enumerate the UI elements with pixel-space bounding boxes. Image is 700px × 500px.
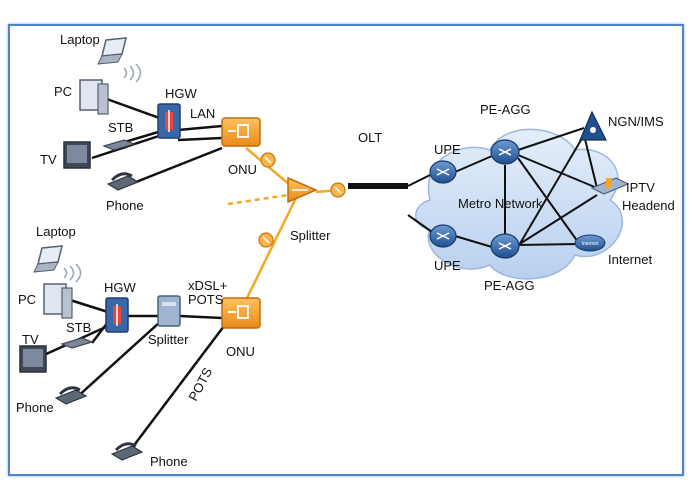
internet-icon: Internet bbox=[574, 234, 606, 252]
fiber-connector-icon bbox=[260, 152, 276, 168]
label-xdsl: xDSL+ bbox=[188, 278, 227, 293]
stb-icon bbox=[102, 139, 136, 151]
dsl-splitter-icon bbox=[157, 295, 181, 327]
onu-icon bbox=[221, 117, 261, 147]
laptop-icon bbox=[97, 37, 127, 65]
tv-icon bbox=[19, 345, 47, 373]
label-onu-top: ONU bbox=[228, 162, 257, 177]
pc-icon bbox=[43, 283, 73, 319]
label-iptv: IPTV bbox=[626, 180, 655, 195]
label-metro: Metro Network bbox=[458, 196, 543, 211]
hgw-icon bbox=[105, 297, 129, 333]
label-laptop-top: Laptop bbox=[60, 32, 100, 47]
pc-icon bbox=[79, 79, 109, 115]
label-onu-bottom: ONU bbox=[226, 344, 255, 359]
label-stb-bottom: STB bbox=[66, 320, 91, 335]
wireless-icon bbox=[123, 63, 142, 83]
hgw-icon bbox=[157, 103, 181, 139]
fiber-connector-icon bbox=[258, 232, 274, 248]
tv-icon bbox=[63, 141, 91, 169]
label-hgw-bottom: HGW bbox=[104, 280, 137, 295]
label-phone-bottom: Phone bbox=[150, 454, 188, 469]
label-phone-bottom-left: Phone bbox=[16, 400, 54, 415]
wireless-icon bbox=[63, 263, 82, 283]
label-upe-top: UPE bbox=[434, 142, 461, 157]
label-pots-line: POTS bbox=[188, 292, 224, 307]
router-icon bbox=[490, 139, 520, 165]
onu-icon bbox=[221, 297, 261, 329]
label-splitter-bottom: Splitter bbox=[148, 332, 189, 347]
label-olt: OLT bbox=[358, 130, 382, 145]
label-tv-top: TV bbox=[40, 152, 57, 167]
phone-icon bbox=[54, 386, 88, 405]
label-phone-top: Phone bbox=[106, 198, 144, 213]
iptv-headend-icon bbox=[590, 177, 630, 195]
label-upe-bottom: UPE bbox=[434, 258, 461, 273]
label-pe-agg-top: PE-AGG bbox=[480, 102, 531, 117]
internet-badge: Internet bbox=[582, 241, 600, 247]
label-pc-bottom: PC bbox=[18, 292, 36, 307]
label-pe-agg-bottom: PE-AGG bbox=[484, 278, 535, 293]
label-ngn: NGN/IMS bbox=[608, 114, 664, 129]
router-icon bbox=[429, 160, 457, 184]
fiber-connector-icon bbox=[330, 182, 346, 198]
label-lan: LAN bbox=[190, 106, 215, 121]
stb-icon bbox=[60, 337, 94, 349]
phone-icon bbox=[110, 442, 144, 461]
label-stb-top: STB bbox=[108, 120, 133, 135]
label-pc-top: PC bbox=[54, 84, 72, 99]
ngn-ims-icon bbox=[579, 110, 607, 141]
phone-icon bbox=[106, 172, 140, 191]
label-headend: Headend bbox=[622, 198, 675, 213]
core-links bbox=[407, 127, 598, 248]
optical-splitter-icon bbox=[287, 176, 318, 204]
laptop-icon bbox=[33, 245, 63, 273]
label-laptop-bottom: Laptop bbox=[36, 224, 76, 239]
router-icon bbox=[490, 233, 520, 259]
label-tv-bottom: TV bbox=[22, 332, 39, 347]
label-splitter-mid: Splitter bbox=[290, 228, 331, 243]
label-internet: Internet bbox=[608, 252, 652, 267]
router-icon bbox=[429, 224, 457, 248]
label-hgw-top: HGW bbox=[165, 86, 198, 101]
